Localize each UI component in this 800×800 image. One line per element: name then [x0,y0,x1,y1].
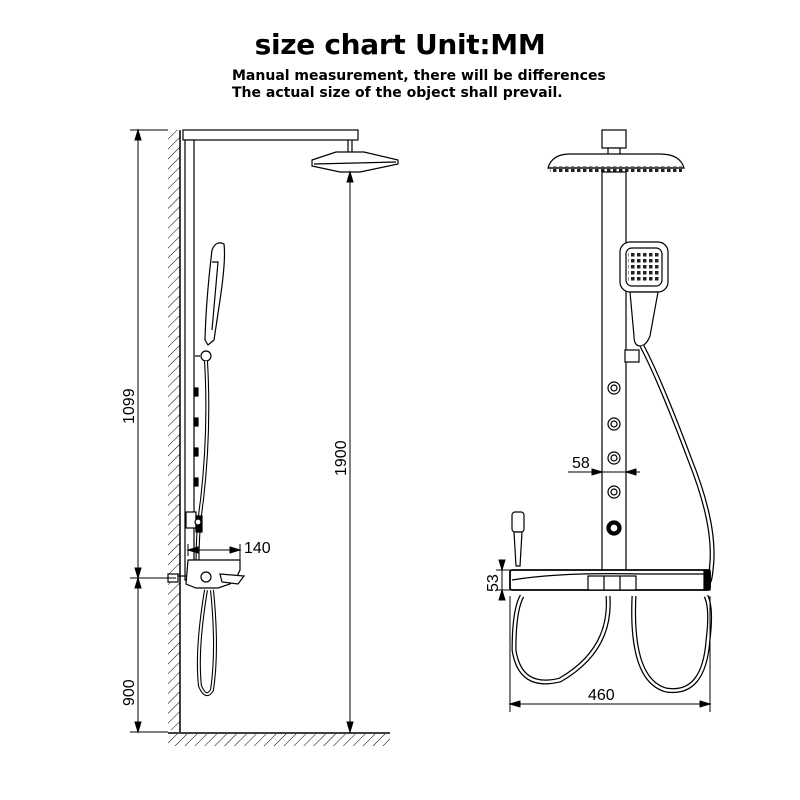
rain-head-front [547,153,685,172]
handheld-shower-front [619,241,669,363]
page-title: size chart Unit:MM [254,28,546,61]
front-dimension-lines [496,468,712,712]
dimension-460: 460 [588,687,615,704]
bidet-sprayer-front [511,511,525,567]
body-jets-side [193,387,199,487]
handheld-shower-side [195,242,226,362]
dimension-1900: 1900 [333,440,350,476]
bidet-holder-side [185,511,203,533]
measurement-note: Manual measurement, there will be differ… [232,68,606,84]
dimension-140: 140 [244,540,271,557]
lower-hose-side [196,589,217,697]
prevail-note: The actual size of the object shall prev… [232,85,563,101]
dimension-1099: 1099 [121,388,138,424]
front-view [509,129,715,694]
riser-column-front [601,171,627,573]
dimension-53: 53 [485,574,502,592]
mixer-shelf-side [167,559,246,589]
rain-head-side [311,151,399,173]
dimension-58: 58 [572,455,590,472]
hose-front [639,344,715,585]
mixer-shelf-front [509,569,711,591]
side-dimension-lines [130,128,354,734]
side-view [167,129,399,746]
lower-hoses-front [511,594,713,694]
shower-arm [182,129,359,152]
body-jets-front [606,381,622,536]
hose-side [195,360,210,581]
wall [168,130,390,746]
dimension-900: 900 [121,679,138,706]
top-connector-front [601,129,627,157]
